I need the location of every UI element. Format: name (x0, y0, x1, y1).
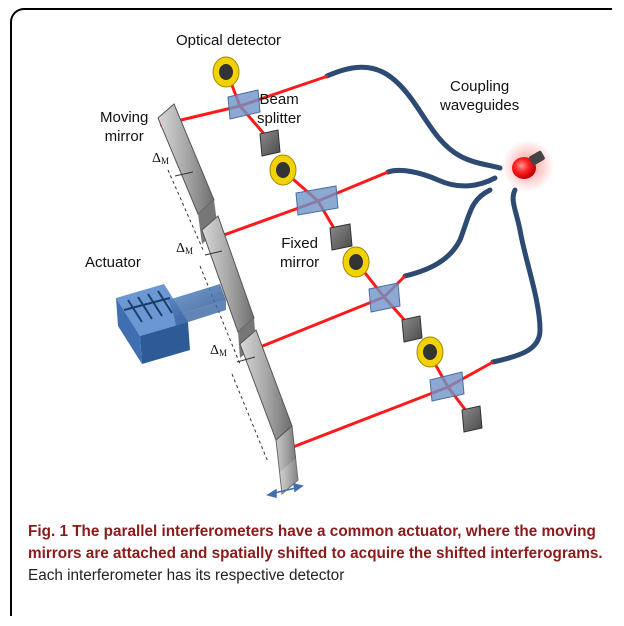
detector-1 (212, 56, 240, 88)
label-beam-splitter: Beam splitter (257, 91, 302, 127)
figure-frame (10, 8, 612, 616)
fixed-mirror-2 (329, 223, 353, 251)
delta-arrows (174, 171, 256, 363)
optical-detectors (212, 56, 444, 368)
motion-arrow (266, 483, 304, 498)
label-moving-mirror: Moving mirror (100, 109, 149, 145)
delta-m-label-1: ΔM (152, 151, 170, 166)
beam-splitter-4 (429, 371, 465, 402)
detector-3 (342, 246, 370, 278)
delta-m-label-2: ΔM (176, 241, 194, 256)
fixed-mirrors (259, 129, 483, 433)
label-actuator: Actuator (85, 254, 141, 271)
actuator (116, 284, 226, 364)
figure-caption: Fig. 1 The parallel interferometers have… (28, 521, 608, 587)
coupling-waveguides (324, 64, 543, 365)
offset-dashed-lines (167, 169, 269, 463)
interferometer-diagram (116, 56, 554, 498)
caption-normal-text: Each interferometer has its respective d… (28, 567, 345, 584)
beam-splitter-1 (227, 89, 261, 120)
fixed-mirror-1 (259, 129, 281, 157)
fixed-mirror-4 (461, 405, 483, 433)
beam-splitters (227, 89, 465, 402)
caption-fig-number: Fig. 1 (28, 523, 68, 540)
beam-splitter-3 (368, 282, 401, 313)
label-coupling-waveguides: Coupling waveguides (440, 78, 520, 114)
beam-splitter-2 (295, 185, 339, 216)
caption-bold-text: The parallel interferometers have a comm… (28, 523, 603, 562)
light-source-led (502, 140, 554, 192)
detector-2 (269, 154, 297, 186)
label-optical-detector: Optical detector (176, 32, 282, 49)
moving-mirror (157, 103, 299, 496)
detector-4 (416, 336, 444, 368)
fixed-mirror-3 (401, 315, 423, 343)
label-fixed-mirror: Fixed mirror (280, 235, 320, 271)
delta-m-label-3: ΔM (210, 343, 228, 358)
